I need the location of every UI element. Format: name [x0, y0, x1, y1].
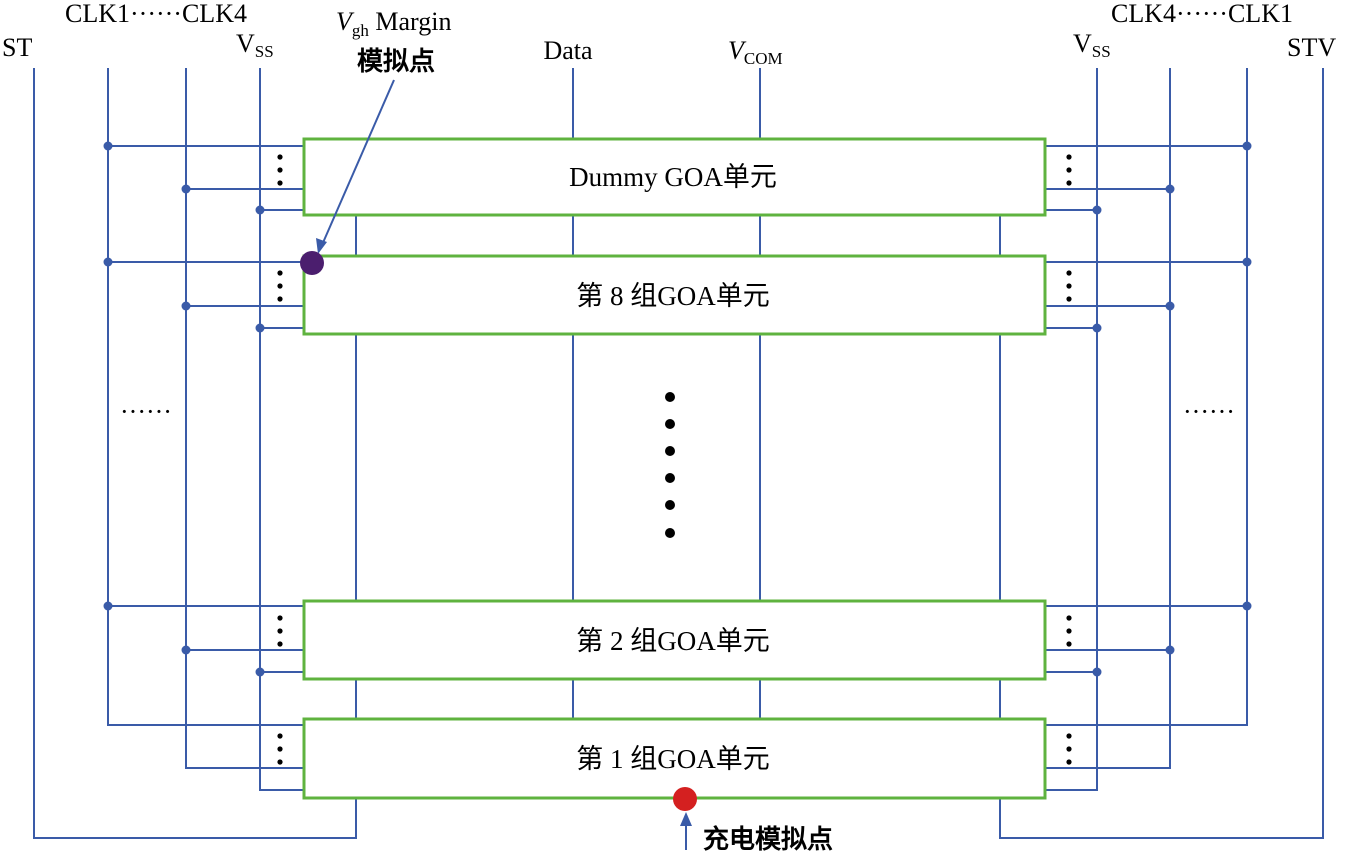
stv-left-line — [33, 68, 357, 839]
goa-unit-group1-label: 第 1 组GOA单元 — [576, 744, 770, 774]
vgh-margin-pointer — [316, 79, 395, 254]
vss-right-label: VSS — [1073, 29, 1111, 61]
junction-dots — [103, 141, 1252, 677]
vcom-label: VCOM — [728, 36, 783, 68]
vss-left-label: VSS — [236, 29, 274, 61]
vss-left-line — [259, 68, 303, 791]
clk4-right-line — [1046, 68, 1171, 769]
goa-unit-group1: 第 1 组GOA单元 — [302, 717, 1047, 800]
left-horizontal-ellipsis: ······ — [120, 397, 172, 426]
vgh-margin-label: Vgh Margin — [336, 7, 451, 40]
vgh-margin-marker — [300, 251, 324, 275]
stv-right-line — [999, 68, 1324, 839]
left-bus-lines — [33, 68, 357, 839]
right-horizontal-ellipsis: ······ — [1183, 397, 1235, 426]
unit-ellipsis-dots — [277, 154, 1072, 765]
goa-unit-group2-label: 第 2 组GOA单元 — [576, 626, 770, 656]
charge-point-label: 充电模拟点 — [703, 824, 833, 853]
clk1-right-line — [1046, 68, 1248, 726]
vgh-margin-cn-label: 模拟点 — [357, 46, 435, 77]
goa-unit-group8-label: 第 8 组GOA单元 — [576, 281, 770, 311]
clk-left-label: CLK1······CLK4 — [65, 0, 247, 28]
unit-connections — [108, 145, 1247, 673]
charge-point-marker — [673, 787, 697, 811]
charge-point-pointer — [680, 812, 692, 850]
right-bus-lines — [999, 68, 1324, 839]
clk1-left-line — [107, 68, 303, 726]
data-label: Data — [543, 36, 593, 65]
goa-unit-dummy: Dummy GOA单元 — [302, 137, 1047, 217]
stv-right-label: STV — [1287, 33, 1336, 62]
stv-left-label: ST — [2, 33, 32, 62]
goa-unit-dummy-label: Dummy GOA单元 — [569, 162, 777, 192]
vss-right-line — [1046, 68, 1098, 791]
clk-right-label: CLK4······CLK1 — [1111, 0, 1293, 28]
middle-vertical-ellipsis — [665, 392, 675, 538]
goa-unit-group8: 第 8 组GOA单元 — [302, 254, 1047, 336]
goa-unit-group2: 第 2 组GOA单元 — [302, 599, 1047, 681]
clk4-left-line — [185, 68, 303, 769]
